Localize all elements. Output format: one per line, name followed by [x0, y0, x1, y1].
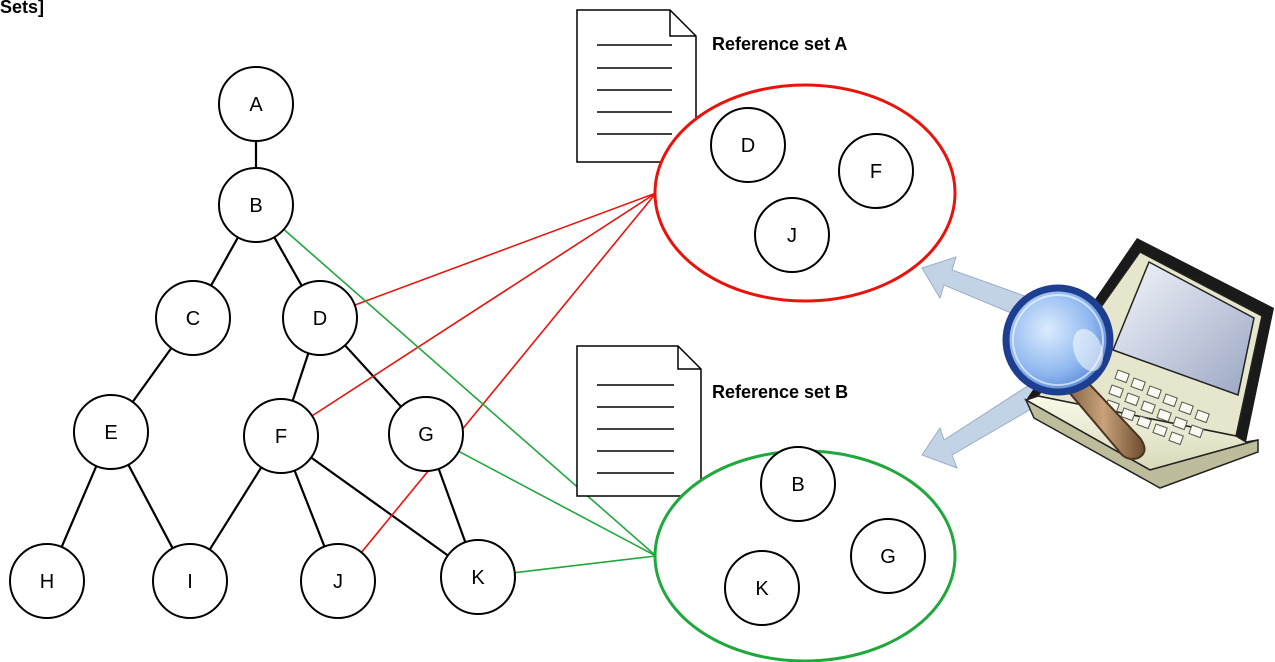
- tree-edge-B-C: [210, 236, 239, 287]
- tree-node-label: H: [40, 571, 54, 593]
- tree-node-G: G: [388, 396, 464, 472]
- tree-node-E: E: [73, 394, 149, 470]
- set-member-label: J: [787, 225, 797, 247]
- set-member-label: G: [880, 546, 896, 568]
- reference-set-a-title: Reference set A: [712, 34, 847, 54]
- tree-node-label: F: [275, 426, 287, 448]
- tree-edge-B-D: [273, 236, 303, 287]
- tree-node-H: H: [9, 543, 85, 619]
- set-member-label: F: [870, 161, 882, 183]
- reference-link-K: [514, 555, 657, 574]
- set-member-nodes: D F J B G K: [710, 107, 926, 626]
- tree-node-label: I: [187, 571, 193, 593]
- reference-set-b-title: Reference set B: [712, 382, 848, 402]
- tree-node-F: F: [243, 398, 319, 474]
- set-member-label: K: [755, 578, 769, 600]
- tree-edge-D-F: [291, 352, 310, 402]
- tree-node-D: D: [282, 280, 358, 356]
- set-member-node-J: J: [754, 197, 830, 273]
- tree-node-label: K: [471, 567, 485, 589]
- tree-node-label: A: [249, 94, 263, 116]
- set-member-node-D: D: [710, 107, 786, 183]
- tree-edge-F-K: [310, 456, 449, 557]
- tree-edge-G-K: [437, 468, 467, 543]
- reference-links: [283, 192, 657, 574]
- tree-edge-F-J: [293, 470, 326, 547]
- tree-node-label: G: [418, 424, 434, 446]
- tree-edge-E-H: [60, 465, 98, 548]
- tree-node-label: C: [186, 308, 200, 330]
- set-member-label: B: [791, 474, 804, 496]
- tree-edge-C-E: [131, 347, 173, 403]
- tree-nodes: A B C D E F G H I J K: [9, 66, 516, 619]
- magnifier-icon: [1002, 284, 1146, 460]
- tree-edge-E-I: [127, 464, 174, 549]
- reference-link-F: [311, 192, 657, 417]
- tree-node-B: B: [218, 167, 294, 243]
- arrow-icon-to-set-b: [921, 377, 1051, 469]
- set-member-node-F: F: [838, 133, 914, 209]
- tree-node-label: D: [313, 308, 327, 330]
- set-member-node-K: K: [724, 550, 800, 626]
- reference-link-G: [458, 450, 657, 557]
- tree-node-A: A: [218, 66, 294, 142]
- tree-node-K: K: [440, 539, 516, 615]
- tree-node-label: J: [333, 571, 343, 593]
- tree-node-label: E: [104, 422, 117, 444]
- tree-node-I: I: [152, 543, 228, 619]
- set-member-label: D: [741, 135, 755, 157]
- set-member-node-G: G: [850, 518, 926, 594]
- document-icon-set-b: [576, 345, 702, 497]
- set-member-node-B: B: [760, 446, 836, 522]
- tree-node-label: B: [249, 195, 262, 217]
- reference-link-J: [360, 192, 657, 553]
- tree-node-J: J: [300, 543, 376, 619]
- reference-link-B: [283, 228, 657, 557]
- cropped-heading-fragment: Sets]: [0, 0, 44, 17]
- document-icon-set-a: [576, 9, 697, 163]
- tree-node-C: C: [155, 280, 231, 356]
- reference-link-D: [354, 192, 657, 306]
- tree-edge-F-I: [208, 466, 263, 551]
